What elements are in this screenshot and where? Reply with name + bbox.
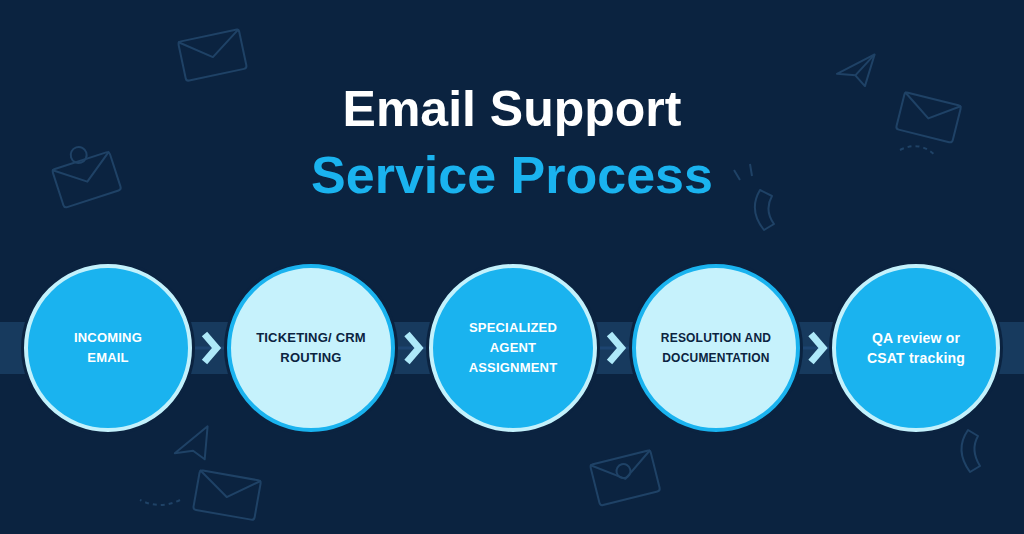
step-label: INCOMING EMAIL: [53, 328, 163, 368]
chevron-arrowhead: [407, 334, 419, 362]
step-label: QA review or CSAT tracking: [861, 328, 971, 368]
flow-arrow: [800, 334, 832, 362]
chevron-arrowhead: [205, 334, 217, 362]
circle-content: SPECIALIZED AGENT ASSIGNMENT: [458, 318, 568, 378]
envelope-icon: [48, 138, 122, 208]
envelope-icon: [590, 450, 660, 506]
step-label: TICKETING/ CRM ROUTING: [256, 328, 366, 368]
circle-content: RESOLUTION AND DOCUMENTATION: [650, 328, 782, 368]
envelope-icon: [896, 92, 961, 143]
chevron-arrowhead: [811, 334, 823, 362]
process-circle: RESOLUTION AND DOCUMENTATION: [632, 264, 800, 432]
step-label: RESOLUTION AND DOCUMENTATION: [650, 328, 782, 368]
flow-arrow: [597, 334, 632, 362]
envelope-icon: [178, 29, 247, 81]
paper-plane-icon: [835, 54, 879, 89]
circle-content: QA review or CSAT tracking: [861, 328, 971, 368]
flow-line: [395, 347, 429, 350]
flow-arrow: [192, 334, 227, 362]
process-circle: SPECIALIZED AGENT ASSIGNMENT: [429, 264, 597, 432]
flow-line: [597, 347, 632, 350]
envelope-icon: [193, 470, 261, 520]
dashed-trail: [900, 146, 936, 156]
process-circle: TICKETING/ CRM ROUTING: [227, 264, 395, 432]
dashed-trail: [140, 500, 180, 505]
step-label: SPECIALIZED AGENT ASSIGNMENT: [458, 318, 568, 378]
flow-line: [192, 347, 227, 350]
paper-plane-icon: [170, 426, 218, 468]
flow-arrow: [395, 334, 429, 362]
process-circle: QA review or CSAT tracking: [832, 264, 1000, 432]
process-circle: INCOMING EMAIL: [24, 264, 192, 432]
phone-icon: [961, 430, 980, 472]
circle-content: TICKETING/ CRM ROUTING: [256, 328, 366, 368]
title-heading: Email Support: [0, 80, 1024, 138]
circle-content: INCOMING EMAIL: [53, 328, 163, 368]
chevron-arrowhead: [610, 334, 622, 362]
phone-icon: [734, 164, 774, 230]
title-subheading: Service Process: [0, 145, 1024, 205]
